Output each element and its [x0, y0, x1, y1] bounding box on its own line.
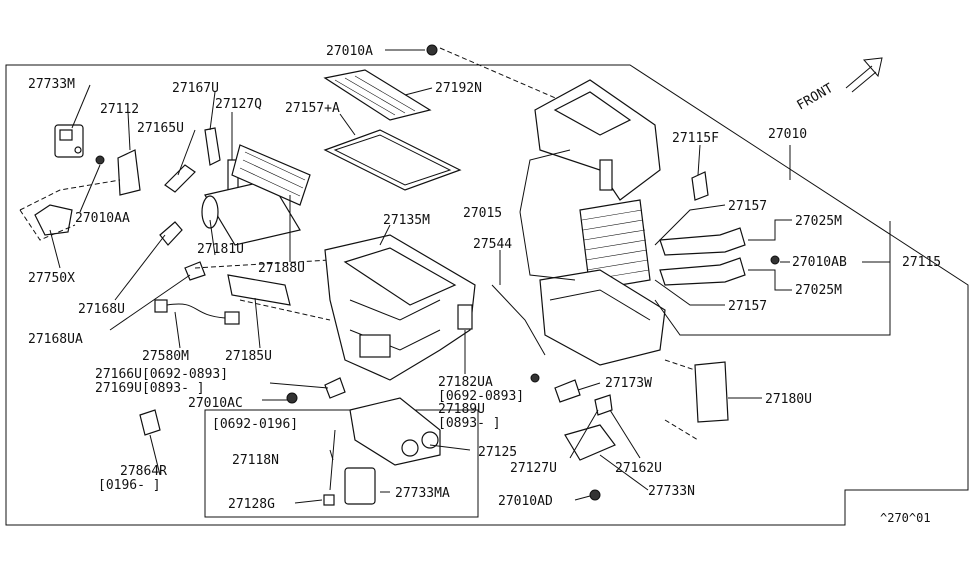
part-27025M-pipes: [659, 227, 780, 286]
label-27112: 27112: [100, 102, 139, 117]
label-27010AD: 27010AD: [498, 494, 553, 509]
part-27125-shape: [349, 397, 441, 466]
part-27115-core: [579, 199, 651, 291]
part-27135M-housing: [324, 234, 476, 381]
screw-27010A-icon: [426, 44, 438, 56]
label-27182UA: 27182UA: [438, 375, 493, 390]
leader-lines: [49, 49, 891, 504]
part-27733MA-shape: [344, 467, 376, 505]
part-27168U-shape: [159, 221, 183, 246]
label-27864R-date: [0196- ]: [98, 478, 161, 493]
label-27192N: 27192N: [435, 81, 482, 96]
label-27157-bot: 27157: [728, 299, 767, 314]
label-27115: 27115: [902, 255, 941, 270]
label-27189U-date: [0893- ]: [438, 416, 501, 431]
part-27733M-shape: [54, 124, 84, 158]
label-27157A: 27157+A: [285, 101, 340, 116]
screw-27010AA-icon: [95, 155, 105, 165]
label-27173W: 27173W: [605, 376, 652, 391]
part-27166U-shape: [324, 377, 346, 399]
label-27580M: 27580M: [142, 349, 189, 364]
part-27750X-shape: [34, 204, 73, 236]
front-arrow-icon: [845, 57, 883, 93]
label-27166U: 27166U[0692-0893]: [95, 367, 228, 382]
label-27185U: 27185U: [225, 349, 272, 364]
label-27168UA: 27168UA: [28, 332, 83, 347]
label-27010AA: 27010AA: [75, 211, 130, 226]
part-27115F-shape: [691, 171, 709, 201]
label-27010AB: 27010AB: [792, 255, 847, 270]
label-27181U: 27181U: [197, 242, 244, 257]
part-27180U-shape: [694, 361, 729, 423]
label-27188U: 27188U: [258, 261, 305, 276]
part-27015-shape: [534, 79, 661, 201]
part-27165U-shape: [164, 164, 196, 193]
part-27185U-shape: [227, 274, 291, 306]
inset-box: [204, 409, 479, 518]
label-27135M: 27135M: [383, 213, 430, 228]
part-27128G-shape: [323, 494, 335, 506]
label-27182UA-date: [0692-0893]: [438, 389, 524, 404]
part-27182UA-shape: [457, 304, 473, 330]
label-27157-top: 27157: [728, 199, 767, 214]
label-27165U: 27165U: [137, 121, 184, 136]
part-27192N-shape: [323, 69, 432, 121]
part-27544-shape: [491, 284, 546, 356]
front-label: FRONT: [795, 81, 837, 114]
part-27188U-shape: [231, 144, 311, 206]
label-27167U: 27167U: [172, 81, 219, 96]
label-27127Q: 27127Q: [215, 97, 262, 112]
label-27189U: 27189U: [438, 402, 485, 417]
part-27173W-shape: [554, 379, 581, 403]
label-27015: 27015: [463, 206, 502, 221]
label-27010A: 27010A: [326, 44, 373, 59]
label-27733M: 27733M: [28, 77, 75, 92]
label-27025M-top: 27025M: [795, 214, 842, 229]
label-27864R: 27864R: [120, 464, 167, 479]
part-27733N-shape: [564, 424, 616, 461]
label-27733MA: 27733MA: [395, 486, 450, 501]
label-27010AC: 27010AC: [188, 396, 243, 411]
label-box-date: [0692-0196]: [212, 417, 298, 432]
label-27162U: 27162U: [615, 461, 662, 476]
part-27167U-shape: [204, 127, 221, 166]
part-27162U-shape: [594, 394, 613, 416]
part-27181U-shape: [201, 179, 301, 246]
label-27115F: 27115F: [672, 131, 719, 146]
outer-frame: [5, 64, 969, 526]
part-labels: 27010A 27192N 27733M 27167U 27112 27127Q…: [28, 44, 941, 525]
label-27169U: 27169U[0893- ]: [95, 381, 205, 396]
screw-27010AD-icon: [589, 489, 601, 501]
label-27025M-bot: 27025M: [795, 283, 842, 298]
label-27010: 27010: [768, 127, 807, 142]
label-27128G: 27128G: [228, 497, 275, 512]
part-27864R-shape: [139, 409, 161, 436]
label-27544: 27544: [473, 237, 512, 252]
part-lower-case: [539, 269, 666, 366]
part-27168UA-shape: [184, 261, 206, 281]
label-27180U: 27180U: [765, 392, 812, 407]
part-27157A-shape: [323, 129, 462, 191]
screw-27010AC-icon: [286, 392, 298, 404]
label-27118N: 27118N: [232, 453, 279, 468]
part-27112-shape: [117, 149, 141, 196]
part-27580M-shape: [154, 299, 240, 325]
label-27733N: 27733N: [648, 484, 695, 499]
label-27750X: 27750X: [28, 271, 75, 286]
label-27168U: 27168U: [78, 302, 125, 317]
label-footer-code: ^270^01: [880, 511, 931, 525]
label-27125: 27125: [478, 445, 517, 460]
label-27127U: 27127U: [510, 461, 557, 476]
